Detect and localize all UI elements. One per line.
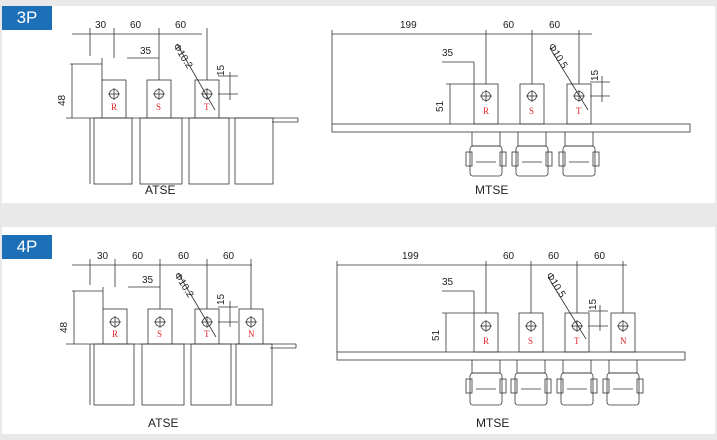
atse-drawing-3p (66, 28, 299, 185)
dim-height: 51 (435, 100, 446, 112)
phase-label-s: S (528, 336, 533, 346)
dim-offset: 30 (97, 251, 109, 262)
dim-height: 48 (57, 94, 68, 106)
phase-label-r: R (111, 102, 117, 112)
mtse-caption: MTSE (476, 416, 509, 430)
phase-label-t: T (576, 106, 582, 116)
dim-hole: Φ10.2 (171, 271, 195, 300)
phase-label-s: S (156, 102, 161, 112)
mtse-drawing-4p (336, 261, 686, 406)
dim-hole: Φ10.2 (170, 42, 194, 71)
dim-slot: 15 (590, 69, 601, 81)
section-badge-4p: 4P (2, 235, 52, 259)
dim-pitch-3: 60 (223, 251, 235, 262)
dim-slot: 15 (216, 64, 227, 76)
dim-width: 35 (142, 275, 154, 286)
dim-height: 51 (431, 329, 442, 341)
dim-width: 35 (442, 48, 454, 59)
dim-pitch-1: 60 (132, 251, 144, 262)
section-badge-3p: 3P (2, 6, 52, 30)
dim-hole: Φ10.5 (543, 271, 567, 300)
dim-pitch-3: 60 (594, 251, 606, 262)
atse-caption: ATSE (148, 416, 178, 430)
atse-dimensions-3p: 30 60 60 35 Φ10.2 15 48 R S T ATSE (57, 20, 227, 197)
dim-pitch-1: 60 (130, 20, 142, 31)
dim-length: 199 (400, 20, 417, 31)
dim-slot: 15 (216, 293, 227, 305)
dim-pitch-1: 60 (503, 20, 515, 31)
dim-width: 35 (442, 277, 454, 288)
dim-height: 48 (59, 321, 70, 333)
phase-label-t: T (574, 336, 580, 346)
diagram-4p: 30 60 60 60 35 Φ10.2 15 48 R S T N ATSE (59, 251, 686, 430)
dim-length: 199 (402, 251, 419, 262)
mtse-drawing-3p (331, 30, 691, 177)
atse-dimensions-4p: 30 60 60 60 35 Φ10.2 15 48 R S T N ATSE (59, 251, 255, 430)
mtse-dimensions-3p: 199 60 60 35 Φ10.5 15 51 R S T MTSE (400, 20, 601, 197)
phase-label-s: S (529, 106, 534, 116)
phase-label-n: N (248, 329, 255, 339)
phase-label-n: N (620, 336, 627, 346)
phase-label-t: T (204, 102, 210, 112)
dim-pitch-2: 60 (549, 20, 561, 31)
dim-width: 35 (140, 46, 152, 57)
mtse-caption: MTSE (475, 183, 508, 197)
panel-4p: 4P (2, 227, 715, 434)
phase-label-t: T (204, 329, 210, 339)
dim-pitch-1: 60 (503, 251, 515, 262)
dim-slot: 15 (588, 298, 599, 310)
phase-label-r: R (483, 336, 489, 346)
dim-hole: Φ10.5 (545, 42, 569, 71)
panel-3p: 3P (2, 6, 715, 203)
dim-pitch-2: 60 (178, 251, 190, 262)
dim-offset: 30 (95, 20, 107, 31)
atse-caption: ATSE (145, 183, 175, 197)
dim-pitch-2: 60 (548, 251, 560, 262)
atse-drawing-4p (66, 259, 297, 406)
dim-pitch-2: 60 (175, 20, 187, 31)
diagram-3p: 30 60 60 35 Φ10.2 15 48 R S T ATSE (57, 20, 691, 197)
phase-label-r: R (112, 329, 118, 339)
phase-label-r: R (483, 106, 489, 116)
phase-label-s: S (157, 329, 162, 339)
